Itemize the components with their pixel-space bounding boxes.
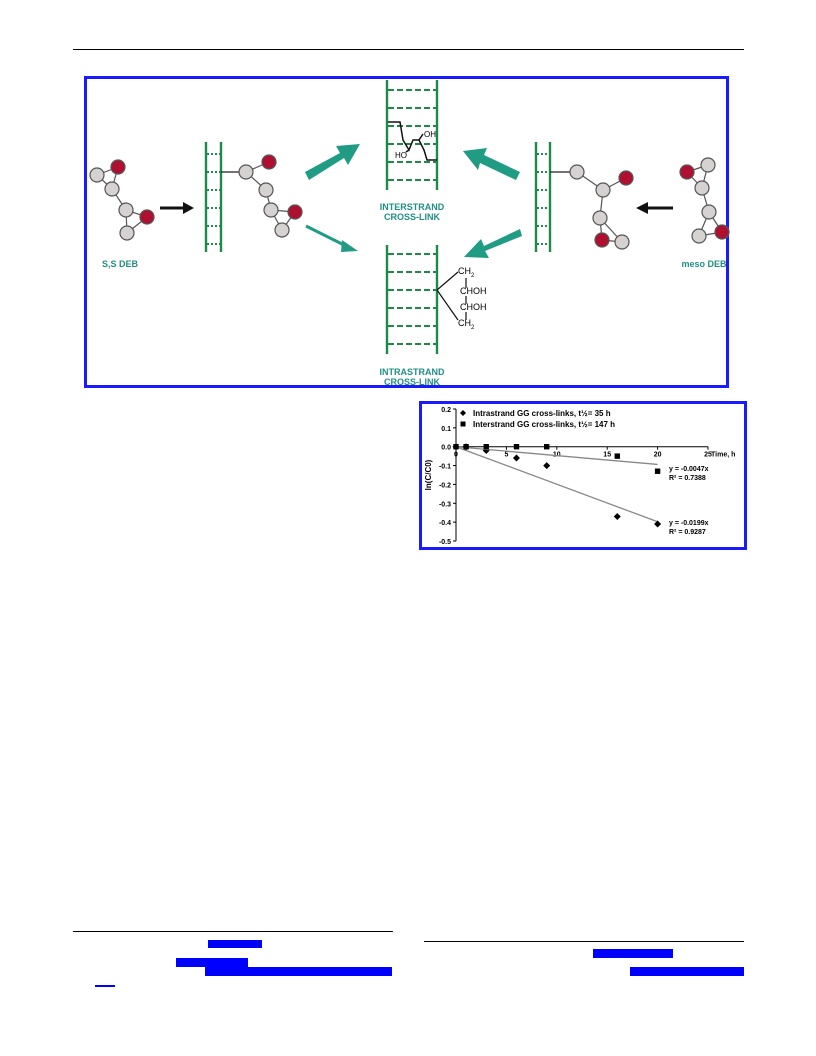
x-tick-label: 25 — [704, 452, 712, 459]
arrow-right-black — [636, 202, 673, 214]
arrow-to-intrastrand-left — [305, 224, 358, 252]
legend-marker-intrastrand — [460, 410, 466, 416]
ss-deb-molecule — [89, 159, 155, 241]
label-interstrand-1: INTERSTRAND — [379, 202, 445, 212]
kinetics-chart: 0.20.10.0-0.1-0.2-0.3-0.4-0.50510152025T… — [424, 407, 735, 546]
fit-equation-1: y = -0.0047x — [669, 466, 709, 473]
arrow-to-intrastrand-right — [464, 229, 522, 258]
data-point-interstrand — [483, 444, 489, 450]
header-rule — [73, 49, 744, 50]
dna-ladder-intrastrand — [385, 245, 439, 354]
data-point-interstrand — [463, 444, 469, 450]
data-point-interstrand — [453, 444, 459, 450]
legend-label-1: Intrastrand GG cross-links, t½= 35 h — [473, 409, 611, 418]
meso-deb-molecule — [679, 157, 730, 244]
data-point-interstrand — [544, 444, 550, 450]
redacted-link-3[interactable] — [205, 967, 392, 976]
data-point-intrastrand — [543, 462, 551, 470]
y-tick-label: 0.1 — [441, 426, 451, 433]
fit-r2-2: R² = 0.9287 — [669, 529, 706, 536]
legend-marker-interstrand — [460, 421, 466, 427]
arrow-left-black — [160, 202, 194, 214]
fit-r2-1: R² = 0.7388 — [669, 475, 706, 482]
legend-label-2: Interstrand GG cross-links, t½= 147 h — [473, 420, 615, 429]
intra-ch2-top: CH2 — [458, 266, 475, 279]
intra-ch2-bot: CH2 — [458, 318, 475, 331]
redacted-link-1[interactable] — [208, 940, 262, 948]
label-ss-deb: S,S DEB — [101, 259, 138, 269]
fit-line-1 — [455, 446, 658, 523]
x-axis-label: Time, h — [711, 452, 735, 459]
label-intrastrand-1: INTRASTRAND — [379, 367, 445, 377]
fit-equation-2: y = -0.0199x — [669, 520, 709, 527]
intrastrand-linker — [436, 271, 467, 321]
label-meso-deb: meso DEB — [681, 259, 727, 269]
data-point-interstrand — [654, 468, 661, 474]
inter-ho: HO — [395, 151, 407, 160]
dna-ladder-left — [204, 142, 223, 252]
footnote-rule-left — [73, 931, 393, 932]
redacted-link-5[interactable] — [593, 949, 673, 958]
arrow-to-interstrand-right — [463, 148, 520, 180]
data-point-interstrand — [513, 444, 520, 450]
redacted-link-4[interactable] — [95, 985, 115, 987]
y-axis-label: ln(C/C0) — [424, 459, 433, 490]
data-point-interstrand — [614, 453, 620, 459]
dna-ladder-right — [534, 142, 552, 252]
label-intrastrand-2: CROSS-LINK — [384, 377, 440, 387]
y-tick-label: -0.5 — [439, 539, 451, 546]
x-tick-label: 5 — [504, 452, 508, 459]
interstrand-linker — [388, 121, 437, 161]
arrow-to-interstrand-left — [305, 144, 360, 180]
x-tick-label: 0 — [454, 452, 458, 459]
chart-frame — [419, 401, 747, 550]
y-tick-label: -0.1 — [439, 464, 451, 471]
y-tick-label: -0.3 — [439, 501, 451, 508]
data-point-intrastrand — [613, 512, 621, 520]
intra-choh-b: CHOH — [460, 302, 487, 312]
y-tick-label: -0.2 — [439, 482, 451, 489]
x-tick-label: 15 — [603, 452, 611, 459]
y-tick-label: -0.4 — [439, 520, 451, 527]
y-tick-label: 0.0 — [441, 445, 451, 452]
footnote-rule-right — [424, 941, 744, 942]
scheme-graphics: HO OH — [89, 80, 730, 354]
y-tick-label: 0.2 — [441, 407, 451, 414]
redacted-link-6[interactable] — [630, 967, 744, 976]
fit-line-2 — [455, 446, 658, 466]
data-point-intrastrand — [512, 454, 520, 462]
label-interstrand-2: CROSS-LINK — [384, 212, 440, 222]
redacted-link-2[interactable] — [176, 958, 248, 967]
monoadduct-right — [550, 164, 634, 250]
intra-choh-a: CHOH — [460, 286, 487, 296]
data-point-intrastrand — [654, 520, 662, 528]
x-tick-label: 20 — [654, 452, 662, 459]
monoadduct-left — [221, 154, 303, 238]
inter-oh: OH — [424, 130, 436, 139]
